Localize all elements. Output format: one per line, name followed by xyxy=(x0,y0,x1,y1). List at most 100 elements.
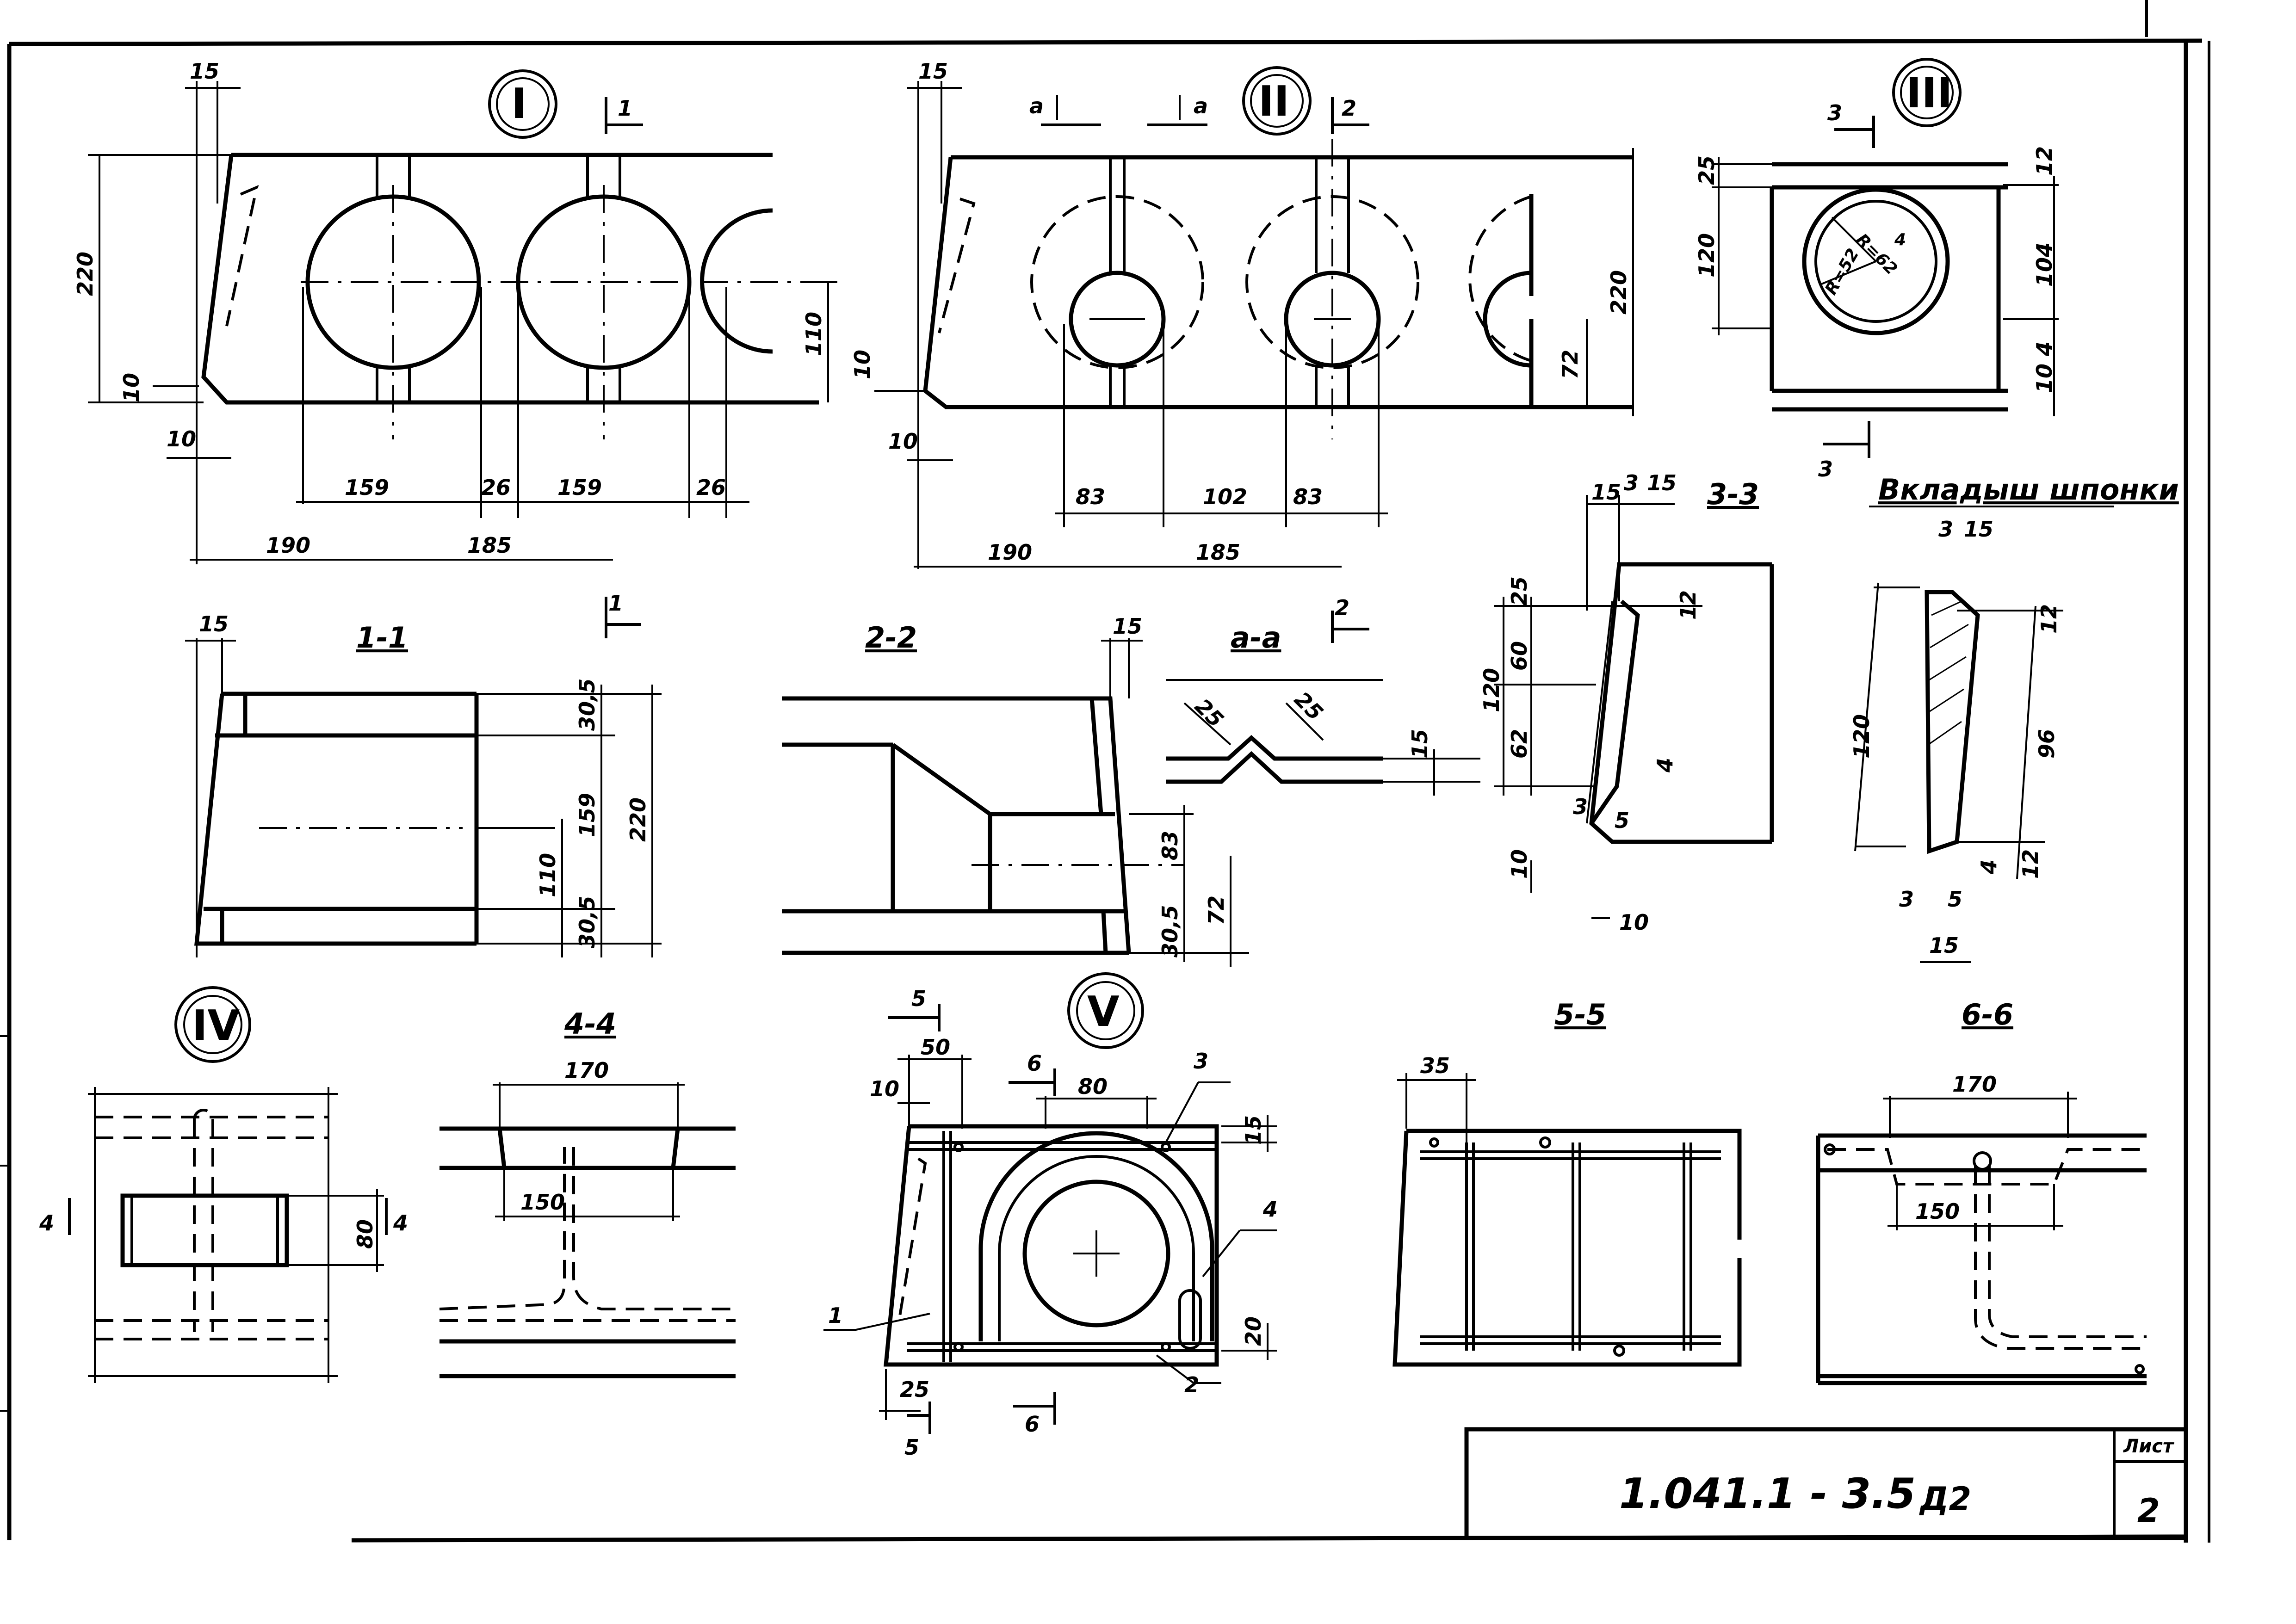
section-3-3: 3-3 15 3 15 25 60 62 120 12 4 3 5 10 10 xyxy=(1479,470,1774,935)
void-circle xyxy=(1069,271,1166,368)
recess-rectangle xyxy=(120,1193,289,1267)
dim-label: 15 xyxy=(918,59,948,84)
dim-label: 110 xyxy=(801,312,826,356)
cut-label: a xyxy=(1194,93,1208,118)
section-title: Вкладыш шпонки xyxy=(1878,473,2179,506)
dim-label: 15 xyxy=(1964,517,1993,542)
dim-label: 30,5 xyxy=(1157,905,1182,958)
dim-label: 3 xyxy=(1899,887,1914,912)
void-circle xyxy=(1022,1179,1170,1328)
view-mark-label: III xyxy=(1906,69,1952,117)
dim-label: 4 xyxy=(1976,859,2001,875)
dim-label: 12 xyxy=(2018,849,2043,879)
callout-label: 3 xyxy=(1194,1049,1208,1074)
section-5-5: 5-5 35 xyxy=(1392,998,1742,1367)
dim-label: 10 xyxy=(850,350,875,379)
view-mark-circle xyxy=(1067,972,1144,1049)
sheet-number: 2 xyxy=(2137,1492,2160,1530)
section-a-a: a-a 2 25 25 15 xyxy=(1166,595,1480,796)
dim-label: 25 xyxy=(1190,694,1228,732)
cut-label: 5 xyxy=(904,1435,919,1460)
dim-label: 15 xyxy=(1407,729,1432,759)
cut-label: 1 xyxy=(618,96,632,121)
dim-label: 50 xyxy=(921,1035,950,1060)
dim-label: 159 xyxy=(557,475,602,500)
cut-label: 6 xyxy=(1025,1412,1040,1437)
view-I: I 1 xyxy=(73,59,837,564)
dim-label: 170 xyxy=(1952,1072,1997,1097)
dim-label: 80 xyxy=(1078,1074,1108,1099)
cut-label: 2 xyxy=(1342,96,1356,121)
dim-label: 15 xyxy=(1647,470,1677,495)
cut-label: a xyxy=(1029,93,1044,118)
dim-label: 96 xyxy=(2034,729,2059,759)
section-title: 1-1 xyxy=(356,621,408,655)
callout-label: 1 xyxy=(828,1303,843,1328)
dim-label: 5 xyxy=(1948,887,1962,912)
cut-label: 4 xyxy=(393,1210,408,1235)
dim-label: 104 xyxy=(2032,242,2057,287)
dim-label: 159 xyxy=(575,793,600,837)
sheet-label: Лист xyxy=(2123,1436,2175,1457)
cut-label: 5 xyxy=(911,986,926,1011)
dim-label: 120 xyxy=(1479,668,1504,712)
dim-label: 83 xyxy=(1293,484,1323,509)
drawing-code: 1.041.1 - 3.5 xyxy=(1619,1470,1916,1518)
dim-label: 15 xyxy=(1929,933,1959,958)
void-circle xyxy=(1802,187,1950,335)
cut-label: 1 xyxy=(608,591,623,616)
dim-label: 10 xyxy=(870,1076,899,1101)
dim-label: 3 xyxy=(1624,470,1639,495)
cut-label: 2 xyxy=(1335,595,1349,620)
dim-label: 15 xyxy=(190,59,219,84)
dim-label: 4 xyxy=(2032,341,2057,357)
view-mark-label: II xyxy=(1258,77,1289,126)
dim-label: 220 xyxy=(73,252,98,296)
dim-label: 25 xyxy=(1289,687,1328,725)
dim-label: 220 xyxy=(625,797,650,842)
section-title: 2-2 xyxy=(865,621,917,655)
dim-label: 12 xyxy=(1676,590,1701,620)
dim-label: 12 xyxy=(2032,146,2057,176)
dim-label: 83 xyxy=(1076,484,1105,509)
dim-label: 10 xyxy=(1619,910,1649,935)
dim-label: 10 xyxy=(119,373,144,402)
view-IV: IV 4 4 80 xyxy=(39,986,408,1383)
sheet-frame xyxy=(0,0,2210,1543)
dim-label: 20 xyxy=(1241,1316,1266,1346)
dim-label: 72 xyxy=(1558,350,1583,379)
dim-label: 185 xyxy=(1196,540,1240,565)
dim-label: 102 xyxy=(1203,484,1247,509)
dim-label: 3 xyxy=(1573,794,1588,819)
view-mark-label: I xyxy=(511,80,527,128)
drawing-part: Д2 xyxy=(1919,1480,1971,1518)
dim-label: 190 xyxy=(988,540,1032,565)
dim-label: 10 xyxy=(888,429,918,454)
view-mark-label: IV xyxy=(192,1001,240,1050)
section-title: a-a xyxy=(1231,621,1281,655)
section-title: 4-4 xyxy=(564,1007,616,1041)
dim-label: 4 xyxy=(1652,758,1677,773)
dim-label: 10 xyxy=(1507,849,1532,879)
dim-label: 15 xyxy=(1241,1115,1266,1145)
dim-label: 25 xyxy=(1694,155,1719,185)
dim-label: 220 xyxy=(1606,270,1631,315)
dim-label: 83 xyxy=(1157,831,1182,860)
dim-label: 190 xyxy=(266,533,310,558)
dim-label: 185 xyxy=(467,533,512,558)
dim-label: 30,5 xyxy=(575,896,600,949)
dim-label: 3 xyxy=(1938,517,1953,542)
dim-label: 4 xyxy=(1894,230,1906,249)
cut-label: 3 xyxy=(1827,100,1842,125)
dim-label: 15 xyxy=(199,611,229,636)
dim-label: 110 xyxy=(535,853,560,897)
dim-label: 72 xyxy=(1204,895,1229,925)
section-title: 5-5 xyxy=(1554,998,1606,1031)
callout-label: 2 xyxy=(1184,1372,1199,1397)
dim-label: 35 xyxy=(1420,1053,1450,1078)
shear-key-insert: Вкладыш шпонки 3 15 12 120 96 12 4 3 5 1… xyxy=(1849,473,2179,963)
dim-label: 15 xyxy=(1113,614,1142,639)
section-title: 6-6 xyxy=(1962,998,2013,1031)
dim-label: 25 xyxy=(900,1377,929,1402)
